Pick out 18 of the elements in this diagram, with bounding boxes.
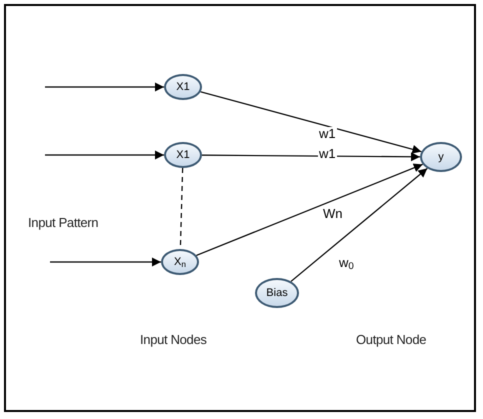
arrow xyxy=(200,91,422,154)
edge-label: w1 xyxy=(318,147,337,160)
arrow xyxy=(45,150,164,160)
neuron-ellipse: y xyxy=(420,142,462,172)
arrow xyxy=(290,168,428,282)
neuron-ellipse: X1 xyxy=(164,74,202,100)
neuron-ellipse: X1 xyxy=(164,142,202,168)
edge-label: w1 xyxy=(318,127,337,140)
neuron-ellipse: Bias xyxy=(255,278,299,308)
text-label: Output Node xyxy=(356,331,426,349)
arrow xyxy=(50,258,161,266)
neuron-ellipse: X$_{n}$ xyxy=(161,249,199,275)
arrow xyxy=(202,152,420,162)
text-label: Input Pattern xyxy=(28,214,98,232)
text-label: Input Nodes xyxy=(140,331,207,349)
arrow xyxy=(196,164,423,256)
edge-label: Wn xyxy=(322,207,344,220)
arrow xyxy=(45,82,164,92)
